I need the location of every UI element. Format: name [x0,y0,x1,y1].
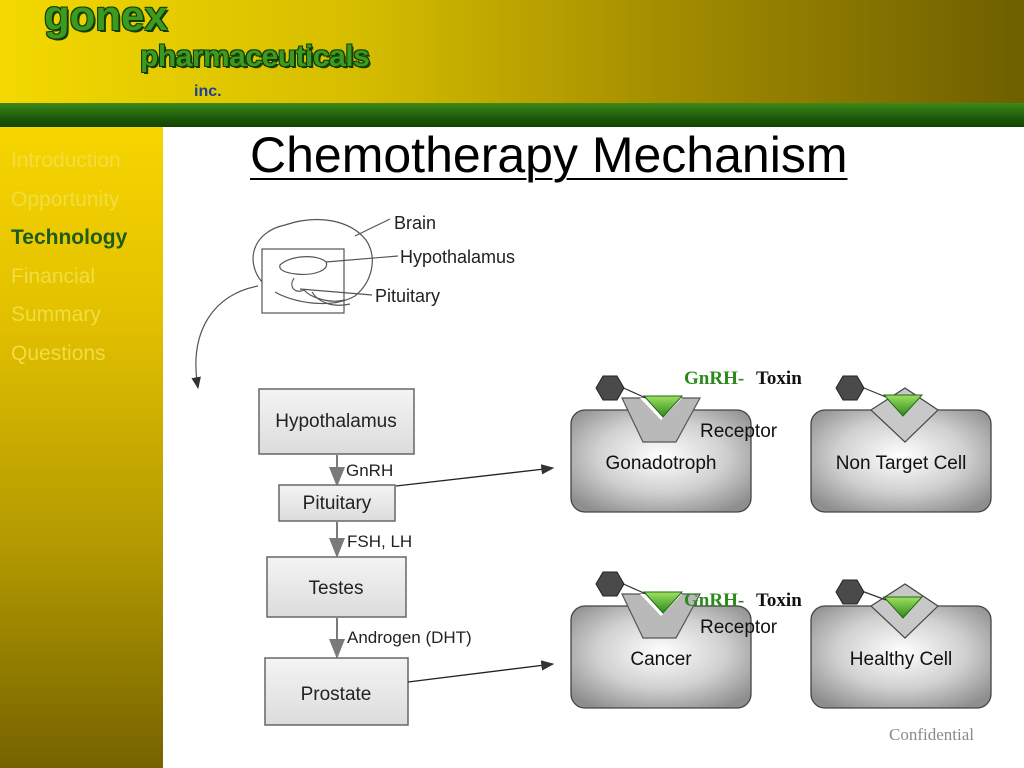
brain-label: Brain [394,213,436,233]
cell-non-target: Non Target Cell [810,375,992,513]
ligand-triangle-icon [642,591,684,614]
toxin-hexagon-icon [835,375,865,401]
hypothalamus-shape [279,256,328,275]
receptor-label-bottom: Receptor [700,617,778,638]
hypothalamus-label: Hypothalamus [400,247,515,267]
flow-box-testes [266,556,407,618]
ligand-label-top-gnrh: GnRH- [684,368,744,389]
ligand-triangle-icon [642,395,684,418]
flow-arrow-fsh-lh-label: FSH, LH [347,532,412,551]
logo-pharmaceuticals: pharmaceuticals [140,40,370,73]
flow-arrow-androgen-label: Androgen (DHT) [347,628,472,647]
flow-box-hypothalamus-label: Hypothalamus [275,411,396,432]
nav-item-introduction[interactable]: Introduction [11,149,121,172]
nav-item-opportunity[interactable]: Opportunity [11,188,120,211]
toxin-hexagon-icon [835,579,865,605]
flow-box-prostate-label: Prostate [301,684,372,705]
brainstem-shape [311,291,351,306]
cell-non-target-label: Non Target Cell [836,453,967,474]
flow-box-hypothalamus [258,388,415,455]
pituitary-shape [291,277,346,302]
nav-item-technology[interactable]: Technology [11,226,128,249]
header-banner: gonex pharmaceuticals inc. [0,0,1024,103]
connector-arrow-pituitary [395,464,555,487]
curved-arrow [191,285,259,390]
ligand-label-top-toxin: Toxin [756,368,802,389]
confidential-footer: Confidential [889,725,974,744]
cell-gonadotroph: Gonadotroph [570,375,752,513]
receptor-label-top: Receptor [700,421,778,442]
toxin-hexagon-icon [595,375,625,401]
logo-gonex: gonex [44,0,168,39]
nav-item-financial[interactable]: Financial [11,265,96,288]
ligand-triangle-icon [882,394,924,417]
flow-box-pituitary-label: Pituitary [303,493,372,514]
cell-healthy: Healthy Cell [810,579,992,709]
toxin-hexagon-icon [595,571,625,597]
flow-box-prostate [264,657,409,726]
cell-gonadotroph-label: Gonadotroph [606,453,717,474]
cell-healthy-label: Healthy Cell [850,649,952,670]
ligand-label-bottom-gnrh: GnRH- [684,590,744,611]
page-title: Chemotherapy Mechanism [250,127,848,183]
brain-inset-box [261,248,345,314]
cell-cancer-label: Cancer [630,649,692,670]
nav-item-summary[interactable]: Summary [11,303,101,326]
hypothalamus-leader-line [325,255,399,263]
flow-arrow-gnrh-label: GnRH [346,461,393,480]
brain-outline [252,219,373,305]
flow-box-pituitary [278,484,396,522]
sidebar-nav: Introduction Opportunity Technology Fina… [0,127,163,768]
pituitary-leader-line [299,288,373,296]
ligand-triangle-icon [882,596,924,619]
brain-leader-line [354,218,391,237]
flow-chart: Hypothalamus GnRH Pituitary FSH, LH Test… [258,388,472,726]
brain-sketch [191,218,399,390]
pituitary-label: Pituitary [375,286,440,306]
ligand-label-bottom-toxin: Toxin [756,590,802,611]
header-green-band [0,103,1024,127]
flow-box-testes-label: Testes [309,578,364,599]
nav-item-questions[interactable]: Questions [11,342,106,365]
cell-cancer: Cancer [570,571,752,709]
connector-arrow-prostate [407,660,555,683]
logo-inc: inc. [194,83,222,100]
